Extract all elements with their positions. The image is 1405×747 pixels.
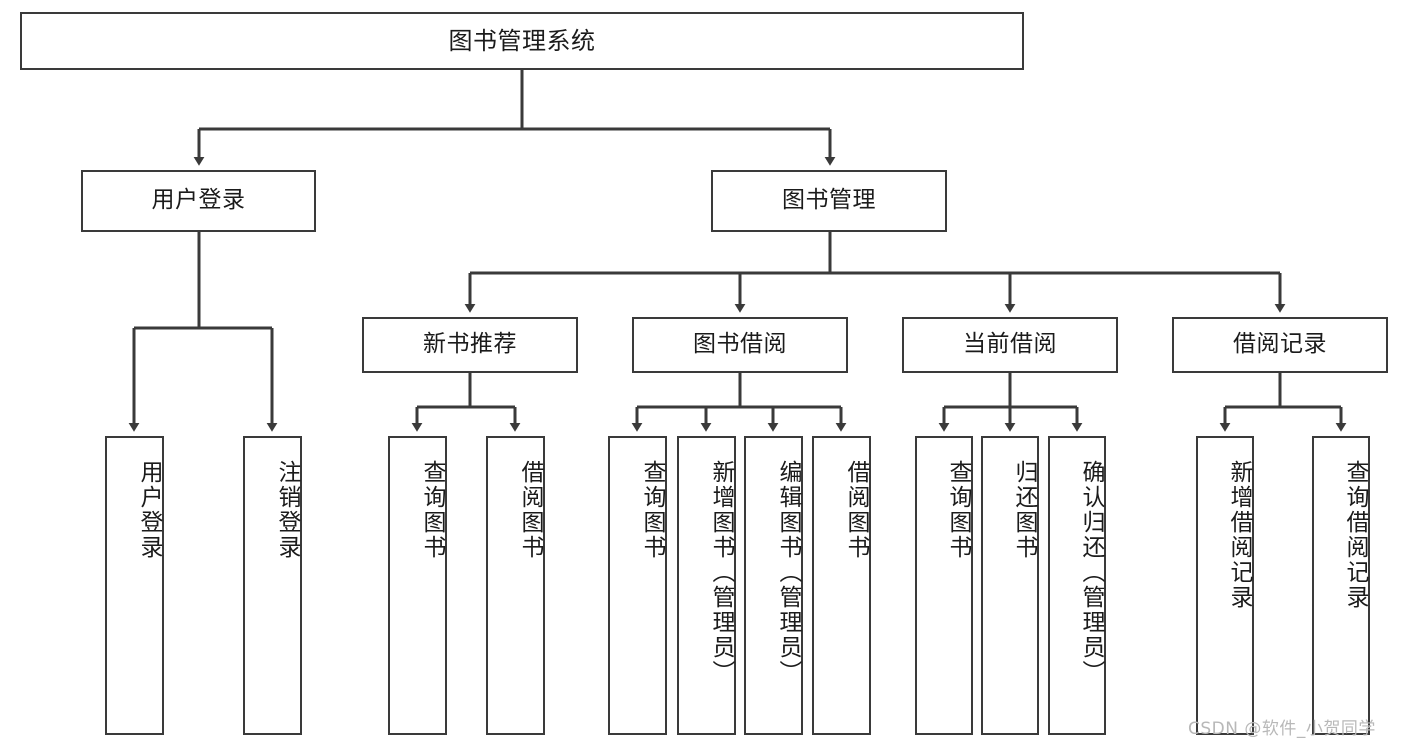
node-leaf-user-login[interactable]: 用户登录 (105, 436, 164, 735)
leaf-label: 查询借阅记录 (1342, 460, 1368, 610)
node-current-borrow[interactable]: 当前借阅 (902, 317, 1118, 373)
leaf-label: 编辑图书（管理员） (775, 460, 801, 685)
node-leaf-query-books-borrow[interactable]: 查询图书 (608, 436, 667, 735)
leaf-label: 新增借阅记录 (1226, 460, 1252, 610)
node-leaf-add-book-admin[interactable]: 新增图书（管理员） (677, 436, 736, 735)
node-book-management[interactable]: 图书管理 (711, 170, 947, 232)
csdn-watermark: CSDN @软件_小贺同学 (1188, 719, 1376, 739)
node-leaf-confirm-return-admin[interactable]: 确认归还（管理员） (1048, 436, 1106, 735)
node-borrow-records[interactable]: 借阅记录 (1172, 317, 1388, 373)
node-leaf-borrow-books-recommend[interactable]: 借阅图书 (486, 436, 545, 735)
node-leaf-return-books[interactable]: 归还图书 (981, 436, 1039, 735)
node-leaf-borrow-books[interactable]: 借阅图书 (812, 436, 871, 735)
node-book-borrow[interactable]: 图书借阅 (632, 317, 848, 373)
leaf-label: 确认归还（管理员） (1078, 460, 1104, 685)
node-leaf-query-books-current[interactable]: 查询图书 (915, 436, 973, 735)
leaf-label: 新增图书（管理员） (708, 460, 734, 685)
leaf-label: 借阅图书 (517, 460, 543, 560)
node-leaf-logout[interactable]: 注销登录 (243, 436, 302, 735)
node-leaf-query-books-recommend[interactable]: 查询图书 (388, 436, 447, 735)
node-root-system[interactable]: 图书管理系统 (20, 12, 1024, 70)
node-leaf-query-borrow-record[interactable]: 查询借阅记录 (1312, 436, 1370, 735)
node-user-login[interactable]: 用户登录 (81, 170, 316, 232)
node-new-book-recommend[interactable]: 新书推荐 (362, 317, 578, 373)
node-leaf-edit-book-admin[interactable]: 编辑图书（管理员） (744, 436, 803, 735)
leaf-label: 查询图书 (419, 460, 445, 560)
leaf-label: 归还图书 (1011, 460, 1037, 560)
leaf-label: 借阅图书 (843, 460, 869, 560)
leaf-label: 注销登录 (274, 460, 300, 560)
leaf-label: 用户登录 (136, 460, 162, 560)
leaf-label: 查询图书 (945, 460, 971, 560)
leaf-label: 查询图书 (639, 460, 665, 560)
node-leaf-add-borrow-record[interactable]: 新增借阅记录 (1196, 436, 1254, 735)
